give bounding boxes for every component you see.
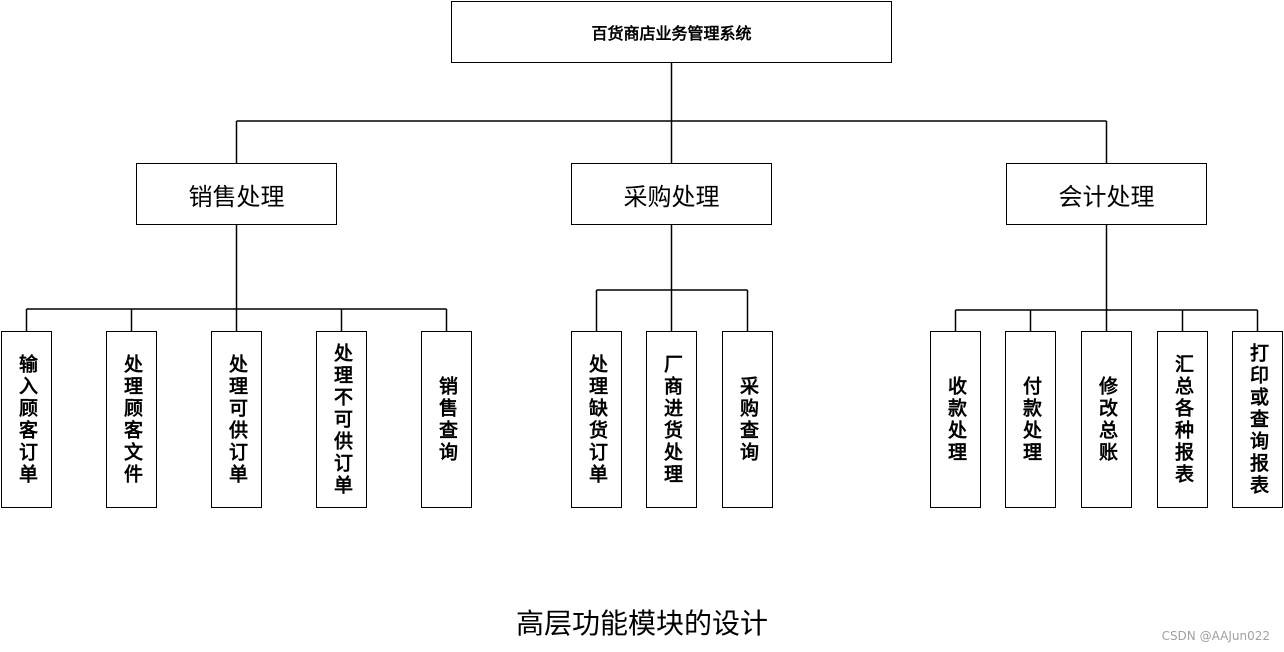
branch-node-label: 销售处理 [188,182,285,211]
leaf-node: 采购查询 [722,331,773,508]
leaf-node-label: 销售查询 [436,375,458,464]
branch-node-label: 会计处理 [1058,182,1155,211]
leaf-node: 处理不可供订单 [316,331,367,508]
leaf-node-label: 采购查询 [737,375,759,464]
branch-node-2: 采购处理 [571,163,772,225]
branch-node-3: 会计处理 [1006,163,1207,225]
leaf-node: 处理顾客文件 [106,331,157,508]
leaf-node-label: 处理缺货订单 [586,353,608,486]
leaf-node: 销售查询 [421,331,472,508]
leaf-node: 厂商进货处理 [646,331,697,508]
leaf-node: 汇总各种报表 [1157,331,1208,508]
branch-node-1: 销售处理 [136,163,337,225]
leaf-node: 处理缺货订单 [571,331,622,508]
leaf-node-label: 收款处理 [945,375,967,464]
leaf-node-label: 处理可供订单 [226,353,248,486]
leaf-node: 修改总账 [1081,331,1132,508]
leaf-node: 收款处理 [930,331,981,508]
leaf-node: 付款处理 [1005,331,1056,508]
leaf-node-label: 打印或查询报表 [1247,342,1269,497]
leaf-node-label: 处理不可供订单 [331,342,353,497]
leaf-node-label: 付款处理 [1020,375,1042,464]
leaf-node-label: 处理顾客文件 [121,353,143,486]
root-node: 百货商店业务管理系统 [451,1,892,63]
leaf-node-label: 汇总各种报表 [1172,353,1194,486]
leaf-node: 打印或查询报表 [1232,331,1283,508]
leaf-node: 输入顾客订单 [1,331,52,508]
leaf-node-label: 修改总账 [1096,375,1118,464]
leaf-node-label: 输入顾客订单 [16,353,38,486]
root-node-label: 百货商店业务管理系统 [591,24,752,43]
watermark: CSDN @AAJun022 [1161,629,1270,643]
leaf-node-label: 厂商进货处理 [661,353,683,486]
leaf-node: 处理可供订单 [211,331,262,508]
diagram-caption: 高层功能模块的设计 [515,607,768,640]
branch-node-label: 采购处理 [623,182,720,211]
